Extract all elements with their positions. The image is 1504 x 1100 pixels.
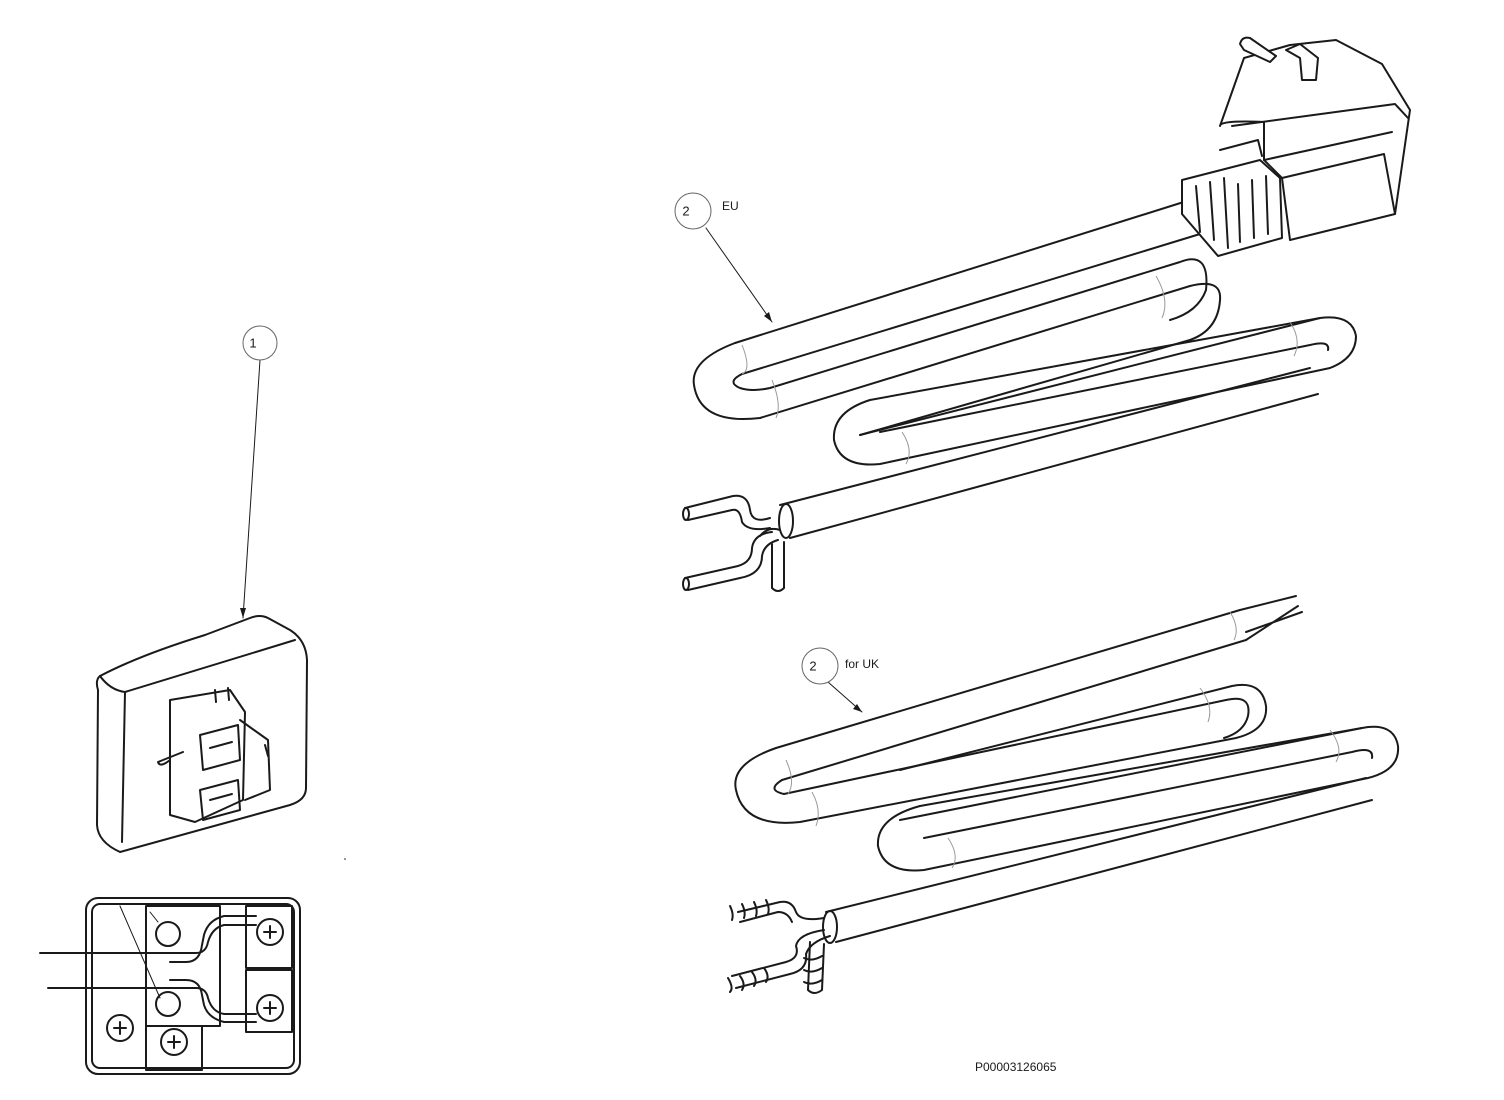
terminal-ring-bottom xyxy=(155,991,181,1017)
schuko-plug-icon xyxy=(1219,36,1411,241)
callout-label-eu: EU xyxy=(722,199,739,213)
callout-number-1: 1 xyxy=(249,336,256,351)
callout-label-uk: for UK xyxy=(845,657,879,671)
terminal-ring-top xyxy=(155,921,181,947)
callout-number-2-uk: 2 xyxy=(809,659,816,674)
callout-number-2-eu: 2 xyxy=(682,204,689,219)
terminal-screw-icon xyxy=(160,1028,188,1056)
terminal-screw-icon xyxy=(106,1014,134,1042)
terminal-screw-icon xyxy=(256,918,284,946)
junction-box-wiring-view xyxy=(39,897,301,1075)
power-cord-uk xyxy=(727,595,1400,994)
callout-part-2-uk: 2 for UK xyxy=(801,647,879,713)
power-cord-eu xyxy=(682,36,1411,592)
callout-part-1: 1 xyxy=(240,325,278,619)
junction-box xyxy=(95,615,308,853)
document-id: P00003126065 xyxy=(975,1060,1057,1074)
terminal-screw-icon xyxy=(256,994,284,1022)
callout-part-2-eu: 2 EU xyxy=(674,192,773,323)
